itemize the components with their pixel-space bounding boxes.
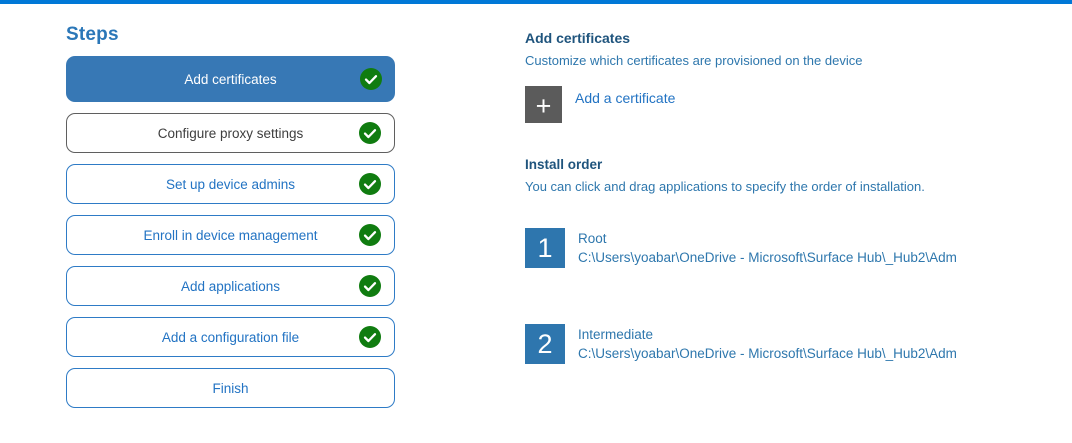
step-enroll-in-device-management[interactable]: Enroll in device management (66, 215, 395, 255)
install-order-item-root[interactable]: 1 Root C:\Users\yoabar\OneDrive - Micros… (525, 228, 1009, 268)
certificate-path: C:\Users\yoabar\OneDrive - Microsoft\Sur… (578, 346, 957, 361)
certificate-name: Intermediate (578, 327, 654, 342)
install-order-item-intermediate[interactable]: 2 Intermediate C:\Users\yoabar\OneDrive … (525, 324, 1009, 364)
certificate-text: Intermediate C:\Users\yoabar\OneDrive - … (578, 324, 1008, 363)
check-icon (359, 326, 381, 348)
step-label: Set up device admins (165, 176, 296, 192)
certificates-section-description: Customize which certificates are provisi… (525, 53, 863, 68)
order-number-tile: 1 (525, 228, 565, 268)
check-icon (359, 224, 381, 246)
check-icon (359, 173, 381, 195)
certificate-name: Root (578, 231, 607, 246)
step-finish[interactable]: Finish (66, 368, 395, 408)
step-label: Add applications (180, 278, 281, 294)
step-set-up-device-admins[interactable]: Set up device admins (66, 164, 395, 204)
step-add-applications[interactable]: Add applications (66, 266, 395, 306)
check-icon (360, 68, 382, 90)
step-label: Enroll in device management (143, 227, 318, 243)
order-number-tile: 2 (525, 324, 565, 364)
certificate-text: Root C:\Users\yoabar\OneDrive - Microsof… (578, 228, 1008, 267)
step-label: Add a configuration file (161, 329, 300, 345)
steps-heading: Steps (66, 24, 119, 45)
step-add-a-configuration-file[interactable]: Add a configuration file (66, 317, 395, 357)
add-certificate-label[interactable]: Add a certificate (575, 90, 676, 106)
check-icon (359, 275, 381, 297)
top-accent-bar (0, 0, 1072, 4)
step-label: Finish (212, 380, 249, 396)
install-order-title: Install order (525, 157, 603, 172)
certificate-path: C:\Users\yoabar\OneDrive - Microsoft\Sur… (578, 250, 957, 265)
step-add-certificates[interactable]: Add certificates (66, 56, 395, 102)
certificates-section-title: Add certificates (525, 30, 631, 46)
step-label: Configure proxy settings (157, 125, 304, 141)
add-certificate-button[interactable]: + (525, 86, 562, 123)
plus-icon: + (535, 90, 552, 121)
steps-sidebar: Steps Add certificates Configure proxy s… (66, 24, 395, 419)
content-panel: Add certificates Customize which certifi… (525, 30, 1009, 364)
install-order-description: You can click and drag applications to s… (525, 179, 925, 194)
step-configure-proxy-settings[interactable]: Configure proxy settings (66, 113, 395, 153)
step-label: Add certificates (184, 71, 277, 87)
add-certificate-row: + Add a certificate (525, 86, 1009, 123)
check-icon (359, 122, 381, 144)
